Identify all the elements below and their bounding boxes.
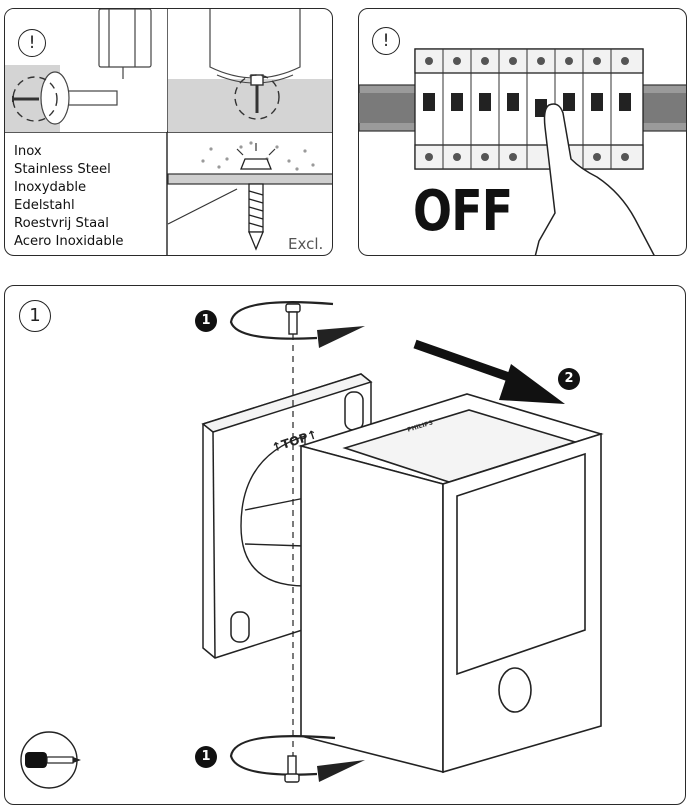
material-item: Stainless Steel [14, 162, 111, 178]
lamp-housing [298, 393, 604, 774]
slide-arrow-icon [413, 339, 565, 404]
material-panel: ! Inox Stainless Steel Inoxydable Edelst… [4, 8, 333, 256]
material-item: Acero Inoxidable [14, 234, 124, 250]
screwdriver-icon [20, 731, 81, 789]
bottom-screw-icon [284, 755, 300, 783]
material-item: Roestvrij Staal [14, 216, 109, 232]
step-badge-top-screw: 1 [195, 310, 217, 332]
rotate-arrow-icon [229, 735, 365, 782]
installation-step-panel: 1 1 1 2 ↑TOP↑ PHILIPS [4, 285, 686, 805]
ceiling-screw-icon [250, 74, 264, 113]
switch-off-label: OFF [413, 179, 513, 244]
installation-illustration [20, 301, 604, 789]
stainless-material-list: Inox Stainless Steel Inoxydable Edelstah… [14, 143, 124, 252]
breaker-toggles [423, 93, 631, 117]
rotate-arrow-icon [229, 301, 365, 348]
step-number: 1 [19, 300, 51, 332]
power-off-panel: ! OFF [358, 8, 687, 256]
hand-icon [534, 103, 655, 255]
step-badge-slide: 2 [558, 368, 580, 390]
top-screw-icon [285, 303, 301, 335]
material-item: Inoxydable [14, 180, 87, 196]
warning-icon: ! [18, 29, 46, 57]
material-item: Edelstahl [14, 198, 75, 214]
breaker-illustration [359, 48, 686, 255]
material-item: Inox [14, 144, 42, 159]
step-badge-bottom-screw: 1 [195, 746, 217, 768]
excluded-label: Excl. [288, 235, 324, 253]
warning-icon: ! [372, 27, 400, 55]
self-tapping-screw-icon [240, 158, 272, 251]
